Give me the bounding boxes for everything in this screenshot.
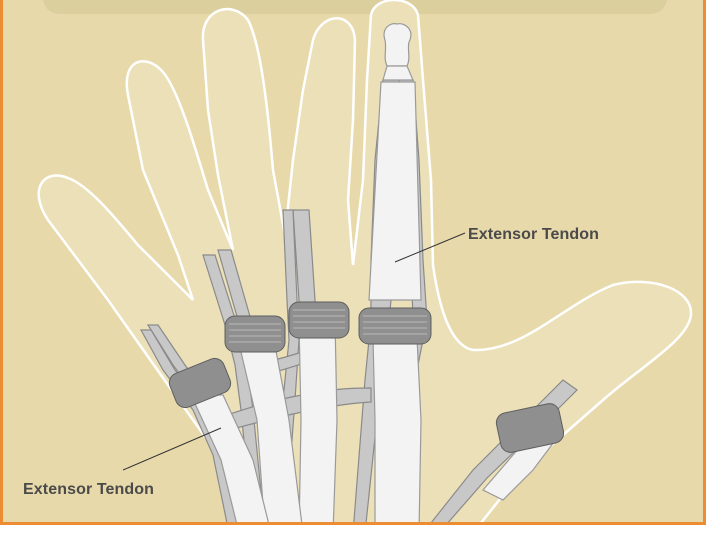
middle-finger-tip [384, 24, 411, 66]
extensor-tendon-label-bottom: Extensor Tendon [23, 481, 154, 499]
extensor-tendon-label-top: Extensor Tendon [468, 226, 599, 244]
hand-illustration [3, 0, 706, 525]
pointer-line-bottom [123, 428, 221, 470]
